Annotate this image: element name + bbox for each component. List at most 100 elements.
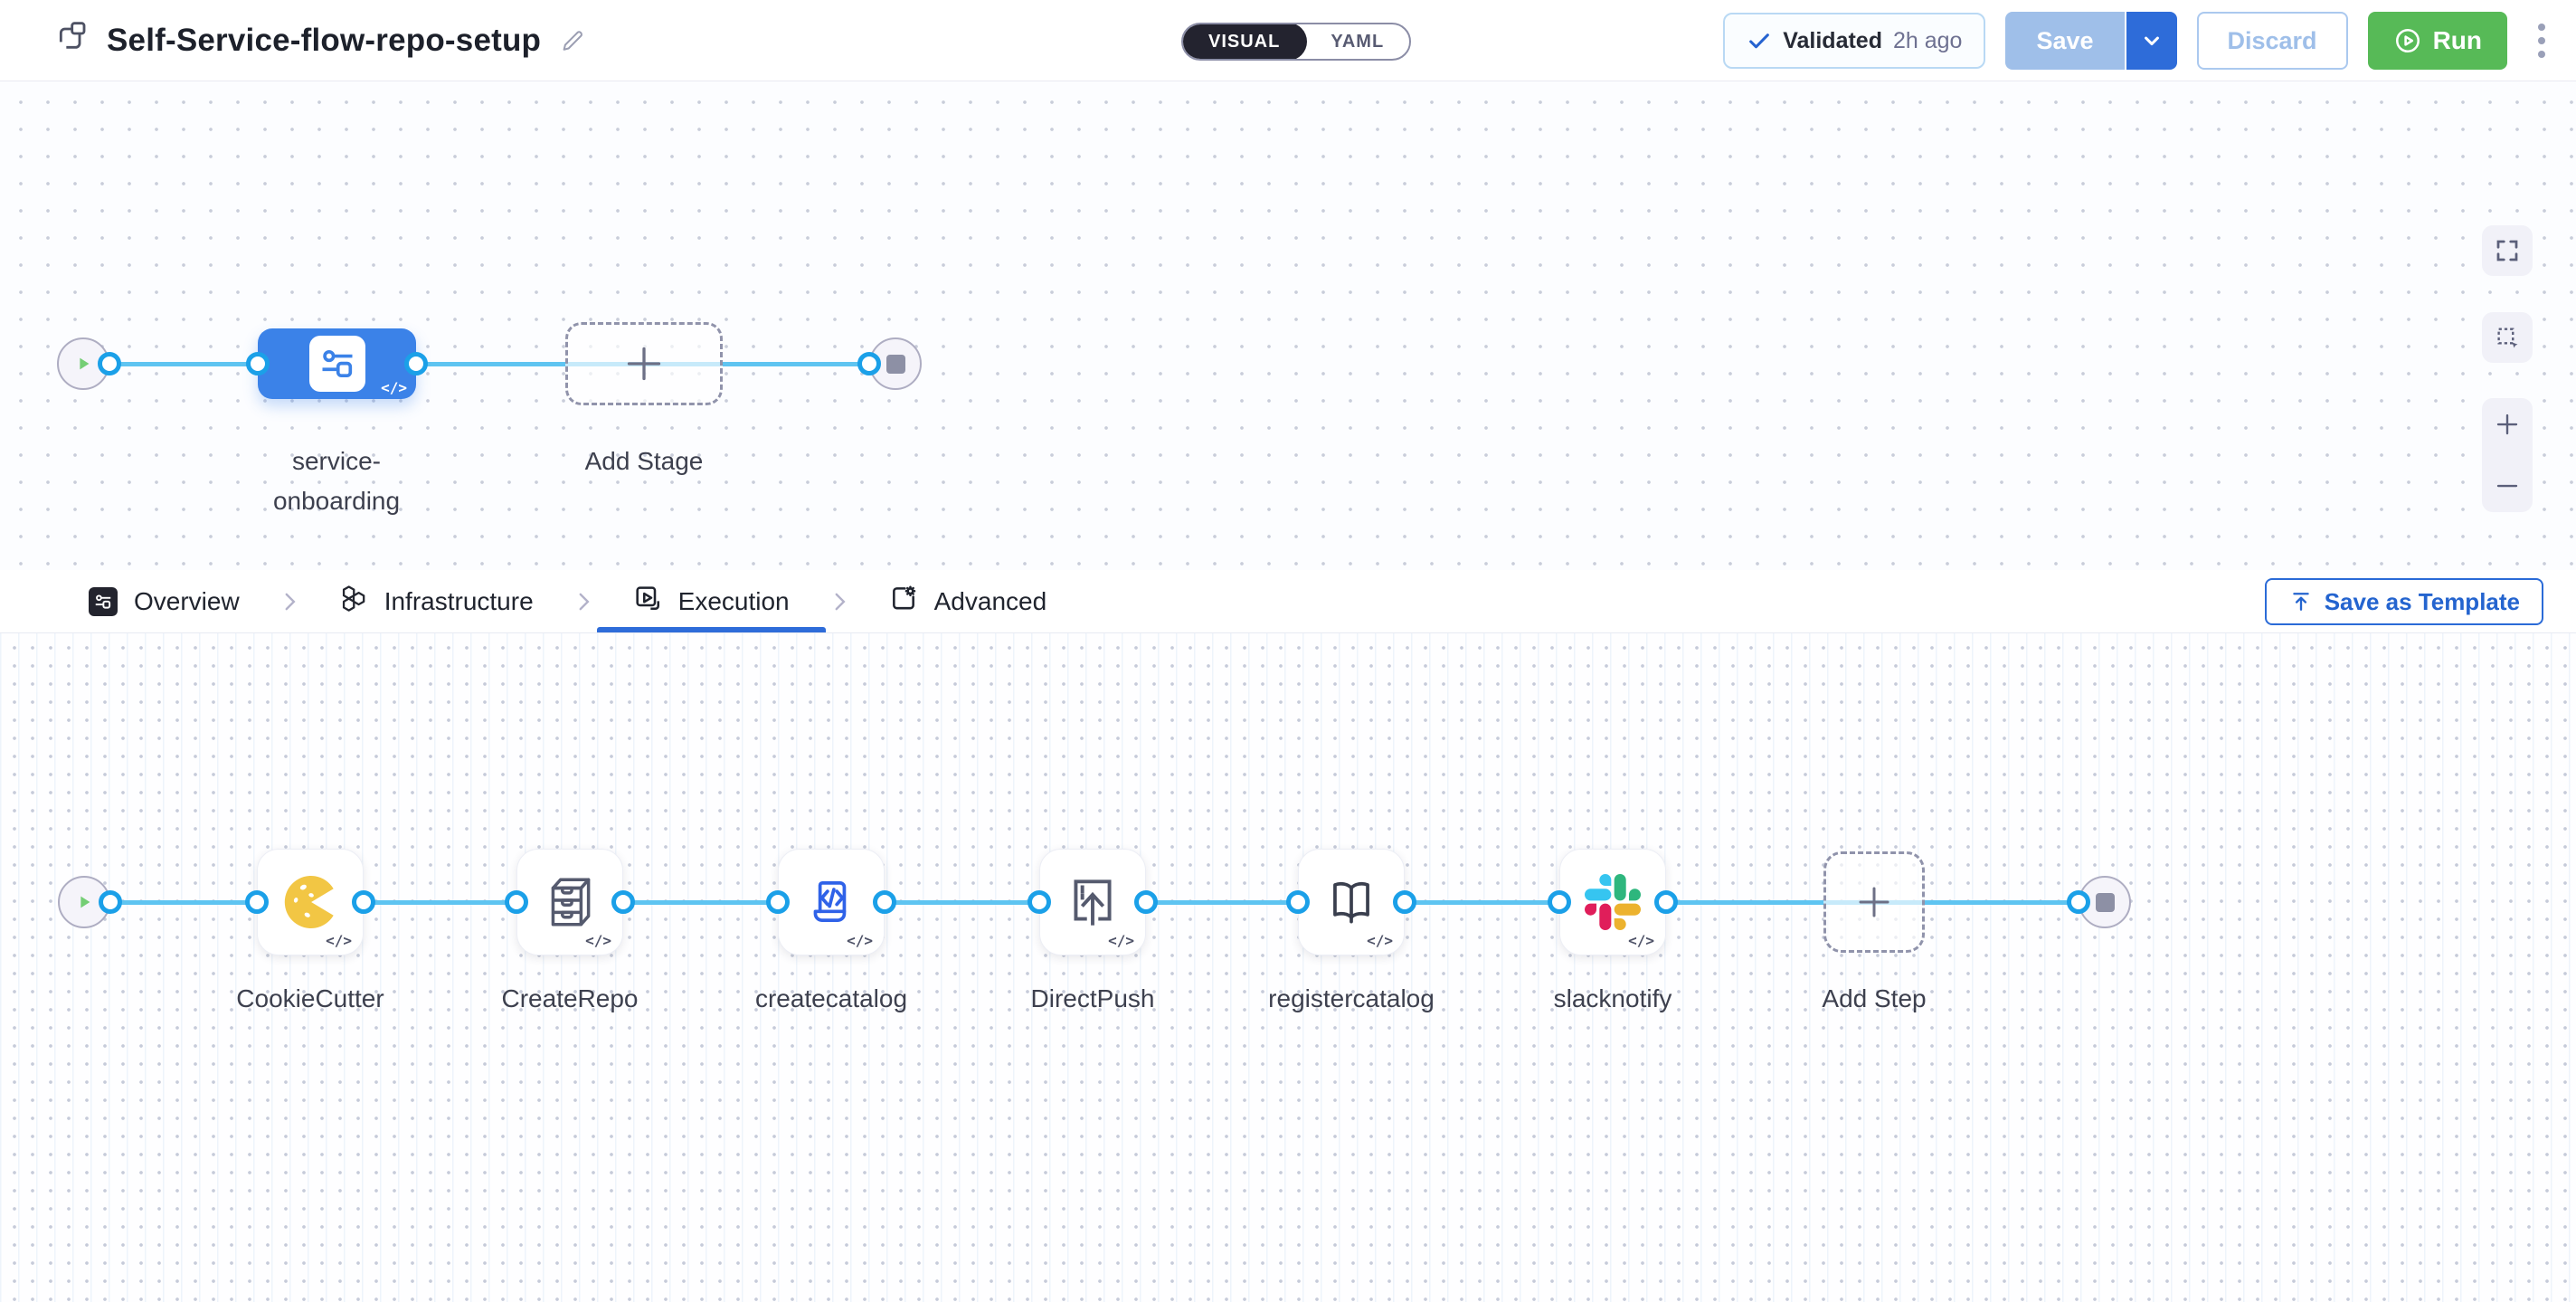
registercatalog-icon bbox=[1333, 881, 1369, 924]
step-node-registercatalog[interactable]: </> bbox=[1298, 849, 1405, 955]
stop-square-icon bbox=[2095, 892, 2115, 912]
tab-label: Execution bbox=[677, 586, 790, 615]
pipeline-flow-icon bbox=[51, 20, 89, 71]
header-actions: Validated 2h ago Save Discard Run bbox=[1723, 12, 2551, 70]
run-button[interactable]: Run bbox=[2367, 12, 2507, 70]
chevron-right-icon bbox=[572, 590, 595, 613]
discard-button[interactable]: Discard bbox=[2196, 12, 2348, 70]
tab-label: Infrastructure bbox=[384, 586, 534, 615]
validated-badge[interactable]: Validated 2h ago bbox=[1723, 13, 1986, 69]
tab-label: Advanced bbox=[933, 586, 1047, 615]
overview-icon bbox=[89, 586, 118, 616]
port-step-out[interactable] bbox=[611, 890, 635, 914]
save-as-template-label: Save as Template bbox=[2324, 587, 2520, 615]
toggle-yaml[interactable]: YAML bbox=[1305, 24, 1409, 59]
header: Self-Service-flow-repo-setup VISUAL YAML… bbox=[0, 0, 2576, 81]
infrastructure-icon bbox=[339, 584, 368, 619]
yaml-code-badge: </> bbox=[847, 932, 873, 949]
start-play-icon bbox=[80, 357, 90, 370]
validated-label: Validated bbox=[1783, 27, 1882, 53]
yaml-code-badge: </> bbox=[1628, 932, 1654, 949]
zoom-in-button[interactable] bbox=[2494, 411, 2521, 438]
port-step-in[interactable] bbox=[245, 890, 269, 914]
step-label: CreateRepo bbox=[501, 984, 639, 1012]
execution-icon bbox=[633, 584, 662, 619]
slacknotify-icon bbox=[1585, 874, 1641, 930]
fit-to-screen-button[interactable] bbox=[2482, 225, 2533, 276]
step-node-cookiecutter[interactable]: </> bbox=[257, 849, 364, 955]
directpush-icon bbox=[1074, 879, 1112, 926]
port-end-in[interactable] bbox=[2067, 890, 2090, 914]
save-options-button[interactable] bbox=[2126, 12, 2177, 70]
stage-icon bbox=[308, 336, 365, 392]
add-stage-button[interactable] bbox=[565, 322, 723, 405]
save-split-button: Save bbox=[2005, 12, 2177, 70]
zoom-out-button[interactable] bbox=[2494, 472, 2521, 499]
page-title: Self-Service-flow-repo-setup bbox=[107, 22, 542, 58]
pipeline-end-node[interactable] bbox=[869, 337, 922, 390]
cookiecutter-icon bbox=[284, 876, 334, 928]
kebab-dot bbox=[2538, 24, 2545, 31]
yaml-code-badge: </> bbox=[326, 932, 352, 949]
save-button[interactable]: Save bbox=[2005, 12, 2126, 70]
port-step-out[interactable] bbox=[352, 890, 375, 914]
tab-advanced[interactable]: Advanced bbox=[853, 570, 1084, 632]
yaml-code-badge: </> bbox=[585, 932, 611, 949]
stage-node-service-onboarding[interactable]: </> bbox=[258, 328, 416, 399]
stage-config-tabs: Overview Infrastructure bbox=[0, 570, 2576, 633]
createcatalog-icon bbox=[813, 881, 847, 922]
port-step-out[interactable] bbox=[873, 890, 896, 914]
plus-icon bbox=[1859, 887, 1889, 917]
port-step-in[interactable] bbox=[1028, 890, 1051, 914]
zoom-controls bbox=[2482, 398, 2533, 512]
port-step-in[interactable] bbox=[1548, 890, 1571, 914]
step-node-slacknotify[interactable]: </> bbox=[1559, 849, 1666, 955]
port-stage-out[interactable] bbox=[404, 352, 428, 375]
port-step-in[interactable] bbox=[766, 890, 790, 914]
step-node-directpush[interactable]: </> bbox=[1039, 849, 1146, 955]
validated-time: 2h ago bbox=[1892, 27, 1963, 53]
port-step-out[interactable] bbox=[1393, 890, 1416, 914]
zoom-out-icon bbox=[2496, 484, 2518, 488]
port-step-in[interactable] bbox=[505, 890, 528, 914]
step-label: slacknotify bbox=[1553, 984, 1672, 1012]
port-step-out[interactable] bbox=[1654, 890, 1678, 914]
port-start-out[interactable] bbox=[99, 890, 122, 914]
port-step-out[interactable] bbox=[1134, 890, 1158, 914]
save-as-template-button[interactable]: Save as Template bbox=[2264, 578, 2543, 625]
yaml-code-badge: </> bbox=[381, 379, 407, 396]
upload-icon bbox=[2292, 593, 2309, 611]
port-step-in[interactable] bbox=[1286, 890, 1310, 914]
more-options-button[interactable] bbox=[2533, 18, 2551, 63]
stage-canvas[interactable]: </> service-onboarding Add Stage bbox=[0, 81, 2576, 570]
port-end-in[interactable] bbox=[857, 352, 881, 375]
step-node-createrepo[interactable]: </> bbox=[516, 849, 623, 955]
tab-execution[interactable]: Execution bbox=[596, 570, 826, 632]
selection-mode-button[interactable] bbox=[2482, 312, 2533, 363]
visual-yaml-toggle: VISUAL YAML bbox=[1181, 23, 1412, 61]
port-start-out[interactable] bbox=[98, 352, 121, 375]
fullscreen-icon bbox=[2496, 240, 2518, 261]
plus-icon bbox=[627, 347, 661, 381]
step-node-createcatalog[interactable]: </> bbox=[778, 849, 885, 955]
header-left: Self-Service-flow-repo-setup bbox=[0, 20, 586, 71]
zoom-in-icon bbox=[2496, 413, 2518, 435]
stage-connector-line bbox=[83, 362, 895, 366]
check-icon bbox=[1749, 33, 1770, 49]
start-play-icon bbox=[80, 896, 90, 908]
tab-label: Overview bbox=[134, 586, 240, 615]
add-step-button[interactable] bbox=[1823, 851, 1925, 953]
chevron-right-icon bbox=[278, 590, 301, 613]
port-stage-in[interactable] bbox=[246, 352, 270, 375]
step-label: CookieCutter bbox=[236, 984, 384, 1012]
edit-title-button[interactable] bbox=[559, 27, 586, 54]
toggle-visual[interactable]: VISUAL bbox=[1183, 24, 1308, 59]
chevron-right-icon bbox=[828, 590, 851, 613]
execution-canvas[interactable]: </> </> </> bbox=[0, 633, 2576, 1302]
marquee-select-icon bbox=[2497, 328, 2518, 348]
tab-overview[interactable]: Overview bbox=[52, 570, 276, 632]
add-stage-label: Add Stage bbox=[584, 447, 704, 475]
tab-infrastructure[interactable]: Infrastructure bbox=[303, 570, 570, 632]
yaml-code-badge: </> bbox=[1108, 932, 1134, 949]
